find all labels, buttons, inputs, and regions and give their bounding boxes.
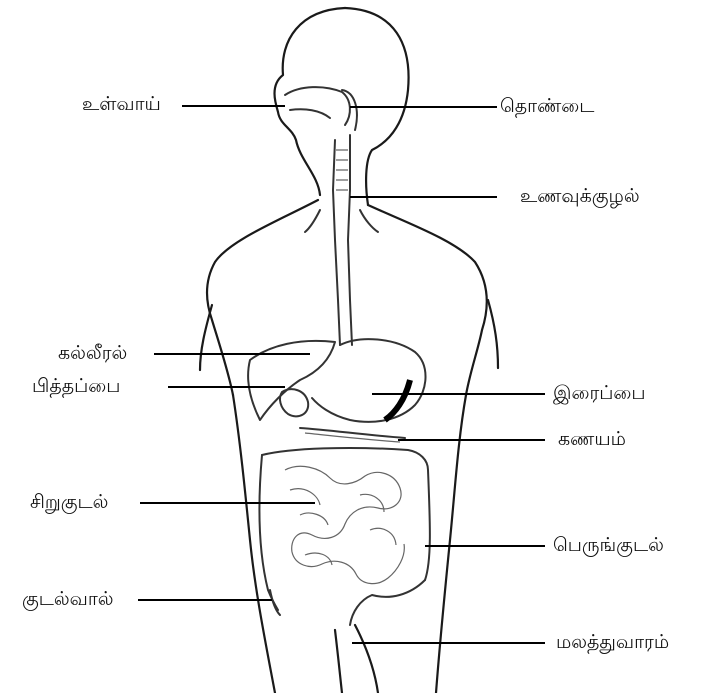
label-anus: மலத்துவாரம் <box>556 633 669 652</box>
label-pharynx: தொண்டை <box>500 97 594 116</box>
label-appendix: குடல்வால் <box>22 590 114 609</box>
label-liver: கல்லீரல் <box>58 344 127 363</box>
label-large-intestine: பெருங்குடல் <box>553 536 664 555</box>
label-stomach: இரைப்பை <box>553 384 646 403</box>
label-gallbladder: பித்தப்பை <box>32 377 120 396</box>
label-esophagus: உணவுக்குழல் <box>520 187 640 206</box>
organs <box>248 87 430 625</box>
label-mouth: உள்வாய் <box>82 95 161 114</box>
label-pancreas: கணயம் <box>558 430 626 449</box>
label-small-intestine: சிறுகுடல் <box>30 493 108 512</box>
